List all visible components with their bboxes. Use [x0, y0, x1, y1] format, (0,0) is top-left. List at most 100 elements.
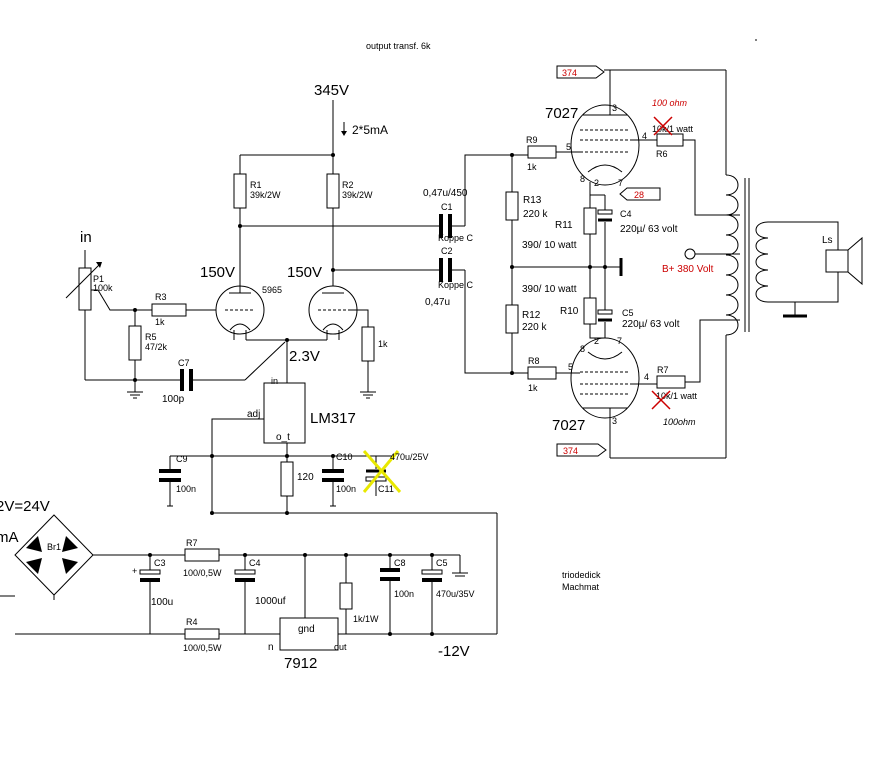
- c1-note: Koppe C: [438, 233, 474, 243]
- r7b-value: 100/0,5W: [183, 568, 222, 578]
- r2-value: 39k/2W: [342, 190, 373, 200]
- pin3-top: 3: [612, 103, 617, 113]
- label-150v-a: 150V: [200, 264, 235, 281]
- p1-value: 100k: [93, 283, 113, 293]
- tag-28-text: 28: [634, 190, 644, 200]
- r2-name: R2: [342, 180, 354, 190]
- cross-mark-r7: [651, 390, 671, 410]
- tube-5965-label: 5965: [262, 285, 282, 295]
- r13-value: 220 k: [523, 209, 548, 220]
- resistor-r7-supply: [184, 548, 220, 562]
- pin8-bottom: 8: [580, 344, 585, 354]
- pin7-top: 7: [618, 178, 623, 188]
- pin4-bottom: 4: [644, 372, 649, 382]
- resistor-grid-1k: [361, 326, 375, 362]
- c7-value: 100p: [162, 394, 185, 405]
- title: output transf. 6k: [366, 41, 431, 51]
- pin2-bottom: 2: [594, 336, 599, 346]
- r9-value: 1k: [527, 162, 537, 172]
- r4b-name: R4: [186, 617, 198, 627]
- capacitor-c1: [430, 214, 465, 238]
- resistor-r7-screen: [656, 375, 686, 389]
- r13-name: R13: [523, 195, 542, 206]
- label-ma: mA: [0, 529, 19, 546]
- regulator-7912: [279, 617, 339, 651]
- triode-tube-a: [215, 285, 265, 340]
- label-current: 2*5mA: [352, 123, 388, 137]
- c2-value: 0,47u: [425, 297, 450, 308]
- capacitor-c7: [180, 341, 286, 391]
- capacitor-c8: [380, 555, 400, 634]
- label-neg12v: -12V: [438, 643, 470, 660]
- pin3-bottom: 3: [612, 416, 617, 426]
- c5a-name: C5: [622, 308, 634, 318]
- credit-line-1: triodedick: [562, 570, 601, 580]
- tube-7027-bottom-label: 7027: [552, 417, 585, 434]
- pin5-top: 5: [566, 142, 571, 152]
- r120-value: 120: [297, 472, 314, 483]
- capacitor-c5-cathode: [597, 267, 613, 338]
- tag-28: [619, 187, 661, 201]
- cross-mark-r6: [653, 116, 673, 136]
- r9-name: R9: [526, 135, 538, 145]
- resistor-r12: [505, 304, 519, 334]
- resistor-r3: [151, 303, 187, 317]
- p1-name: P1: [93, 274, 104, 284]
- r3-name: R3: [155, 292, 167, 302]
- resistor-r8: [527, 366, 557, 380]
- regulator-lm317: [263, 382, 306, 444]
- tag-374-bottom: [556, 443, 726, 459]
- c5b-name: C5: [436, 558, 448, 568]
- r7b-name: R7: [186, 538, 198, 548]
- tag-374-top-text: 374: [562, 68, 577, 78]
- pin7-bottom: 7: [617, 336, 622, 346]
- c11-value: 470u/25V: [390, 452, 429, 462]
- pentode-tube-bottom: [570, 337, 640, 458]
- credit-line-2: Machmat: [562, 582, 600, 592]
- tag-374-bottom-text: 374: [563, 446, 578, 456]
- resistor-r1: [233, 173, 247, 209]
- r7a-value: 10k/1 watt: [656, 391, 698, 401]
- ground-icon: [452, 555, 468, 577]
- capacitor-c11-crossed: [362, 450, 402, 496]
- speaker-icon: [825, 236, 863, 286]
- resistor-r9: [527, 145, 557, 159]
- lm317-out-pin: o_t: [276, 432, 290, 443]
- c3-value: 100u: [151, 597, 173, 608]
- resistor-r11: [583, 207, 597, 235]
- r1-value: 39k/2W: [250, 190, 281, 200]
- bridge-rectifier-br1: [14, 514, 94, 596]
- r11-value: 390/ 10 watt: [522, 240, 577, 251]
- r8-name: R8: [528, 356, 540, 366]
- r11-name: R11: [555, 220, 573, 231]
- r5-value: 47/2k: [145, 342, 168, 352]
- 7912-gnd-pin: gnd: [298, 624, 315, 635]
- label-100ohm-bottom: 100ohm: [663, 417, 696, 427]
- b-plus-terminal: [684, 248, 696, 260]
- pin2-top: 2: [594, 178, 599, 188]
- c5a-value: 220µ/ 63 volt: [622, 319, 680, 330]
- c3-name: C3: [154, 558, 166, 568]
- triode-tube-b: [308, 285, 358, 340]
- r8-value: 1k: [528, 383, 538, 393]
- label-150v-b: 150V: [287, 264, 322, 281]
- c4b-value: 1000uf: [255, 596, 286, 607]
- rk-value: 1k: [378, 339, 388, 349]
- c1-name: C1: [441, 202, 453, 212]
- c9-name: C9: [176, 454, 188, 464]
- r1-name: R1: [250, 180, 262, 190]
- tag-374-top: [556, 65, 726, 79]
- resistor-1k-1w: [339, 582, 353, 610]
- label-24v: 2V=24V: [0, 498, 50, 515]
- resistor-r4-supply: [184, 628, 220, 640]
- label-345v: 345V: [314, 82, 349, 99]
- ground-icon: [127, 391, 143, 399]
- c11-name: C11: [378, 484, 394, 494]
- potentiometer-p1: [65, 250, 152, 380]
- br1-label: Br1: [47, 542, 61, 552]
- r10-value: 390/ 10 watt: [522, 284, 577, 295]
- r12-name: R12: [522, 310, 541, 321]
- label-in: in: [80, 229, 92, 246]
